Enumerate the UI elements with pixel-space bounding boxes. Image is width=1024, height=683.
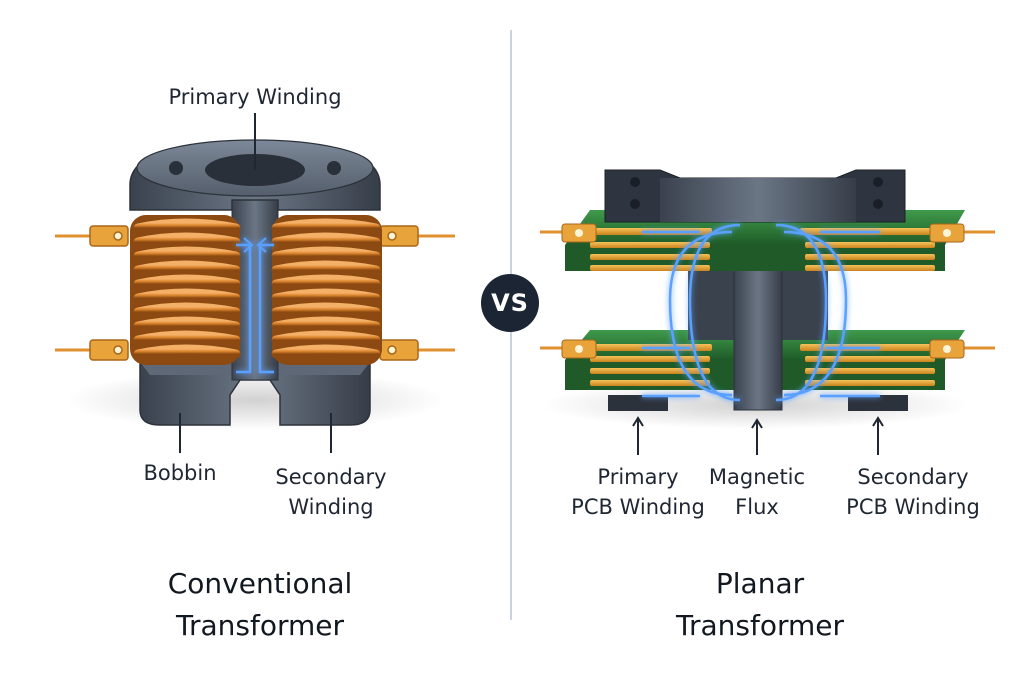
conventional-transformer-illustration [55,139,455,430]
primary-pcb-winding-label-line2: PCB Winding [571,495,705,519]
planar-title-line1: Planar [715,567,805,600]
conventional-title-line1: Conventional [167,567,353,600]
vs-badge: VS [481,274,539,332]
planar-pointers [632,416,884,455]
conventional-flux-lines [236,237,274,374]
secondary-pcb-winding-label-line2: PCB Winding [846,495,980,519]
conventional-pointers [179,113,332,453]
secondary-winding-label-line2: Winding [288,495,374,519]
secondary-winding-label-line1: Secondary [275,465,387,489]
planar-flux-lines [642,223,880,402]
secondary-pcb-winding-label-line1: Secondary [857,465,969,489]
primary-coil [130,215,241,365]
secondary-coil [271,215,382,365]
magnetic-flux-label-line2: Flux [735,495,779,519]
bobbin-label: Bobbin [143,461,217,485]
primary-pcb-winding-label-line1: Primary [597,465,679,489]
magnetic-flux-label-line1: Magnetic [708,465,806,489]
primary-winding-label: Primary Winding [168,85,342,109]
planar-transformer-illustration [540,169,995,429]
planar-title-line2: Transformer [675,609,844,642]
terminal-tabs [89,225,419,361]
conventional-title-line2: Transformer [175,609,344,642]
